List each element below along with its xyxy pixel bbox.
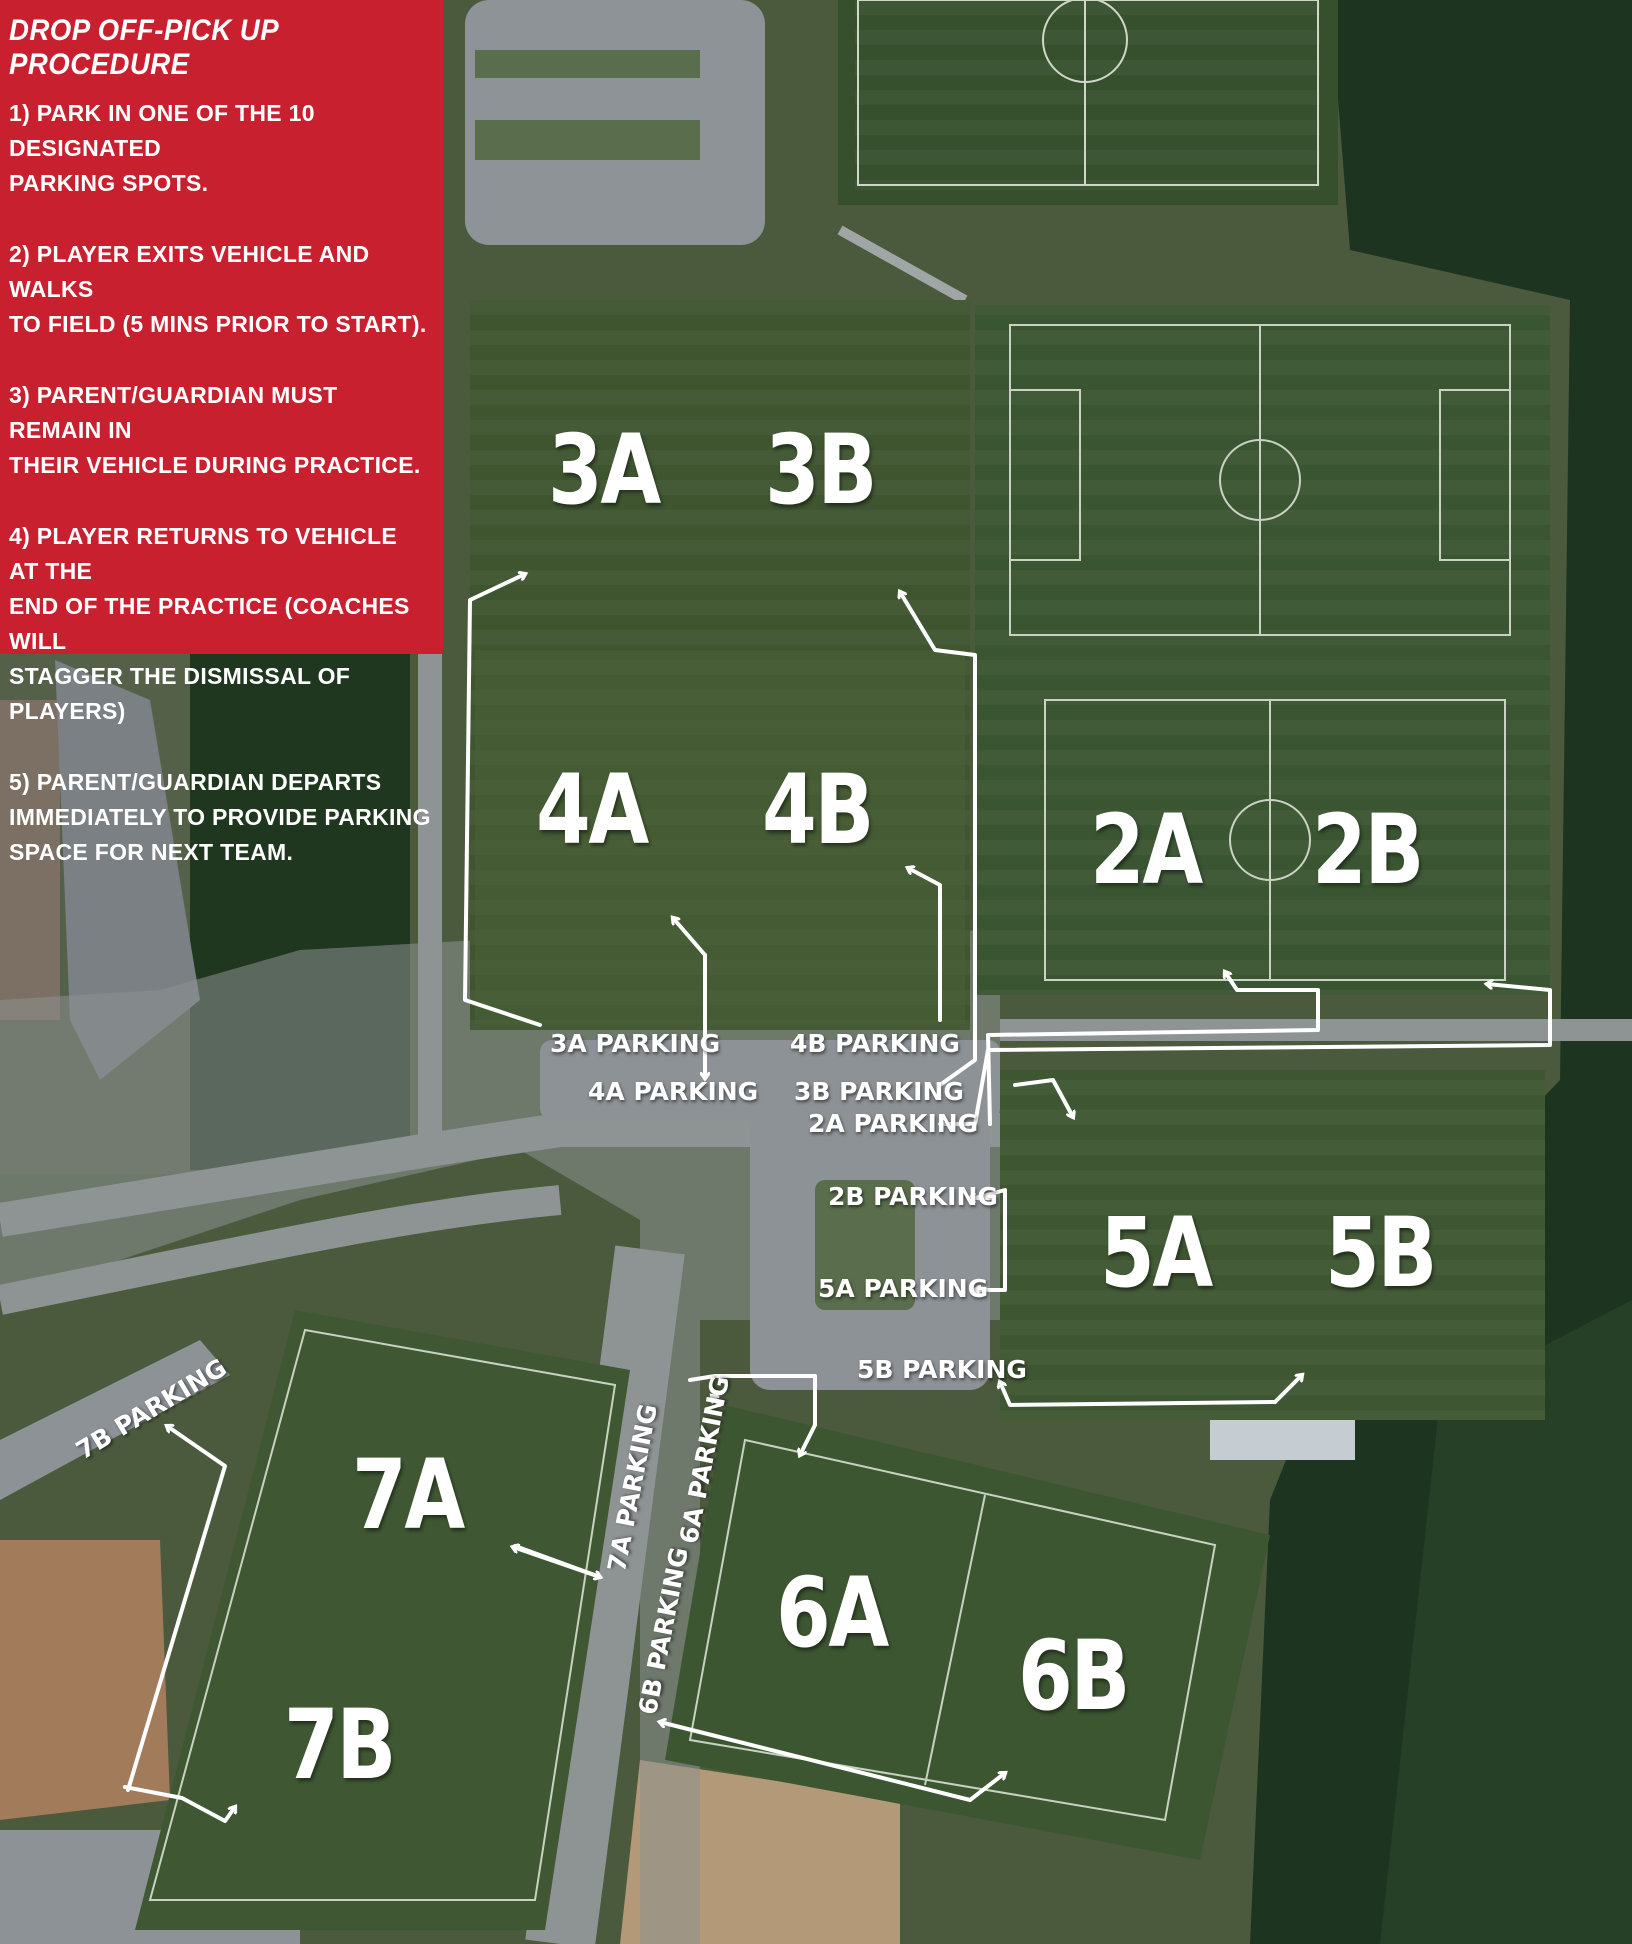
field-label-4a: 4A <box>536 754 649 866</box>
parking-label-3a: 3A PARKING <box>550 1029 721 1058</box>
parking-label-4b: 4B PARKING <box>790 1029 960 1058</box>
parking-label-2b: 2B PARKING <box>828 1182 998 1211</box>
field-label-5b: 5B <box>1325 1197 1437 1309</box>
procedure-title: DROP OFF-PICK UP PROCEDURE <box>9 14 279 81</box>
procedure-step-3: 3) PARENT/GUARDIAN MUST REMAIN IN THEIR … <box>9 382 421 478</box>
field-label-6a: 6A <box>776 1557 889 1669</box>
parking-label-3b: 3B PARKING <box>794 1077 964 1106</box>
field-label-7b: 7B <box>284 1689 396 1801</box>
parking-label-2a: 2A PARKING <box>808 1109 979 1138</box>
procedure-panel: DROP OFF-PICK UP PROCEDURE 1) PARK IN ON… <box>0 0 443 865</box>
procedure-step-4: 4) PLAYER RETURNS TO VEHICLE AT THE END … <box>9 523 410 724</box>
field-7 <box>135 1310 630 1930</box>
construction-area <box>0 1540 170 1820</box>
field-label-3a: 3A <box>548 414 661 526</box>
procedure-step-5: 5) PARENT/GUARDIAN DEPARTS IMMEDIATELY T… <box>9 769 431 865</box>
field-6 <box>665 1405 1270 1860</box>
procedure-step-1: 1) PARK IN ONE OF THE 10 DESIGNATED PARK… <box>9 100 315 196</box>
parking-label-5b: 5B PARKING <box>857 1355 1027 1384</box>
field-label-7a: 7A <box>352 1439 465 1551</box>
field-label-2b: 2B <box>1312 794 1424 906</box>
walking-routes <box>123 574 1552 1823</box>
field-label-3b: 3B <box>765 414 877 526</box>
procedure-step-2: 2) PLAYER EXITS VEHICLE AND WALKS TO FIE… <box>9 241 427 337</box>
field-label-6b: 6B <box>1018 1620 1130 1732</box>
field-label-2a: 2A <box>1090 794 1203 906</box>
field-label-5a: 5A <box>1100 1197 1213 1309</box>
parking-label-5a: 5A PARKING <box>818 1274 989 1303</box>
parking-label-4a: 4A PARKING <box>588 1077 759 1106</box>
field-label-4b: 4B <box>762 754 874 866</box>
